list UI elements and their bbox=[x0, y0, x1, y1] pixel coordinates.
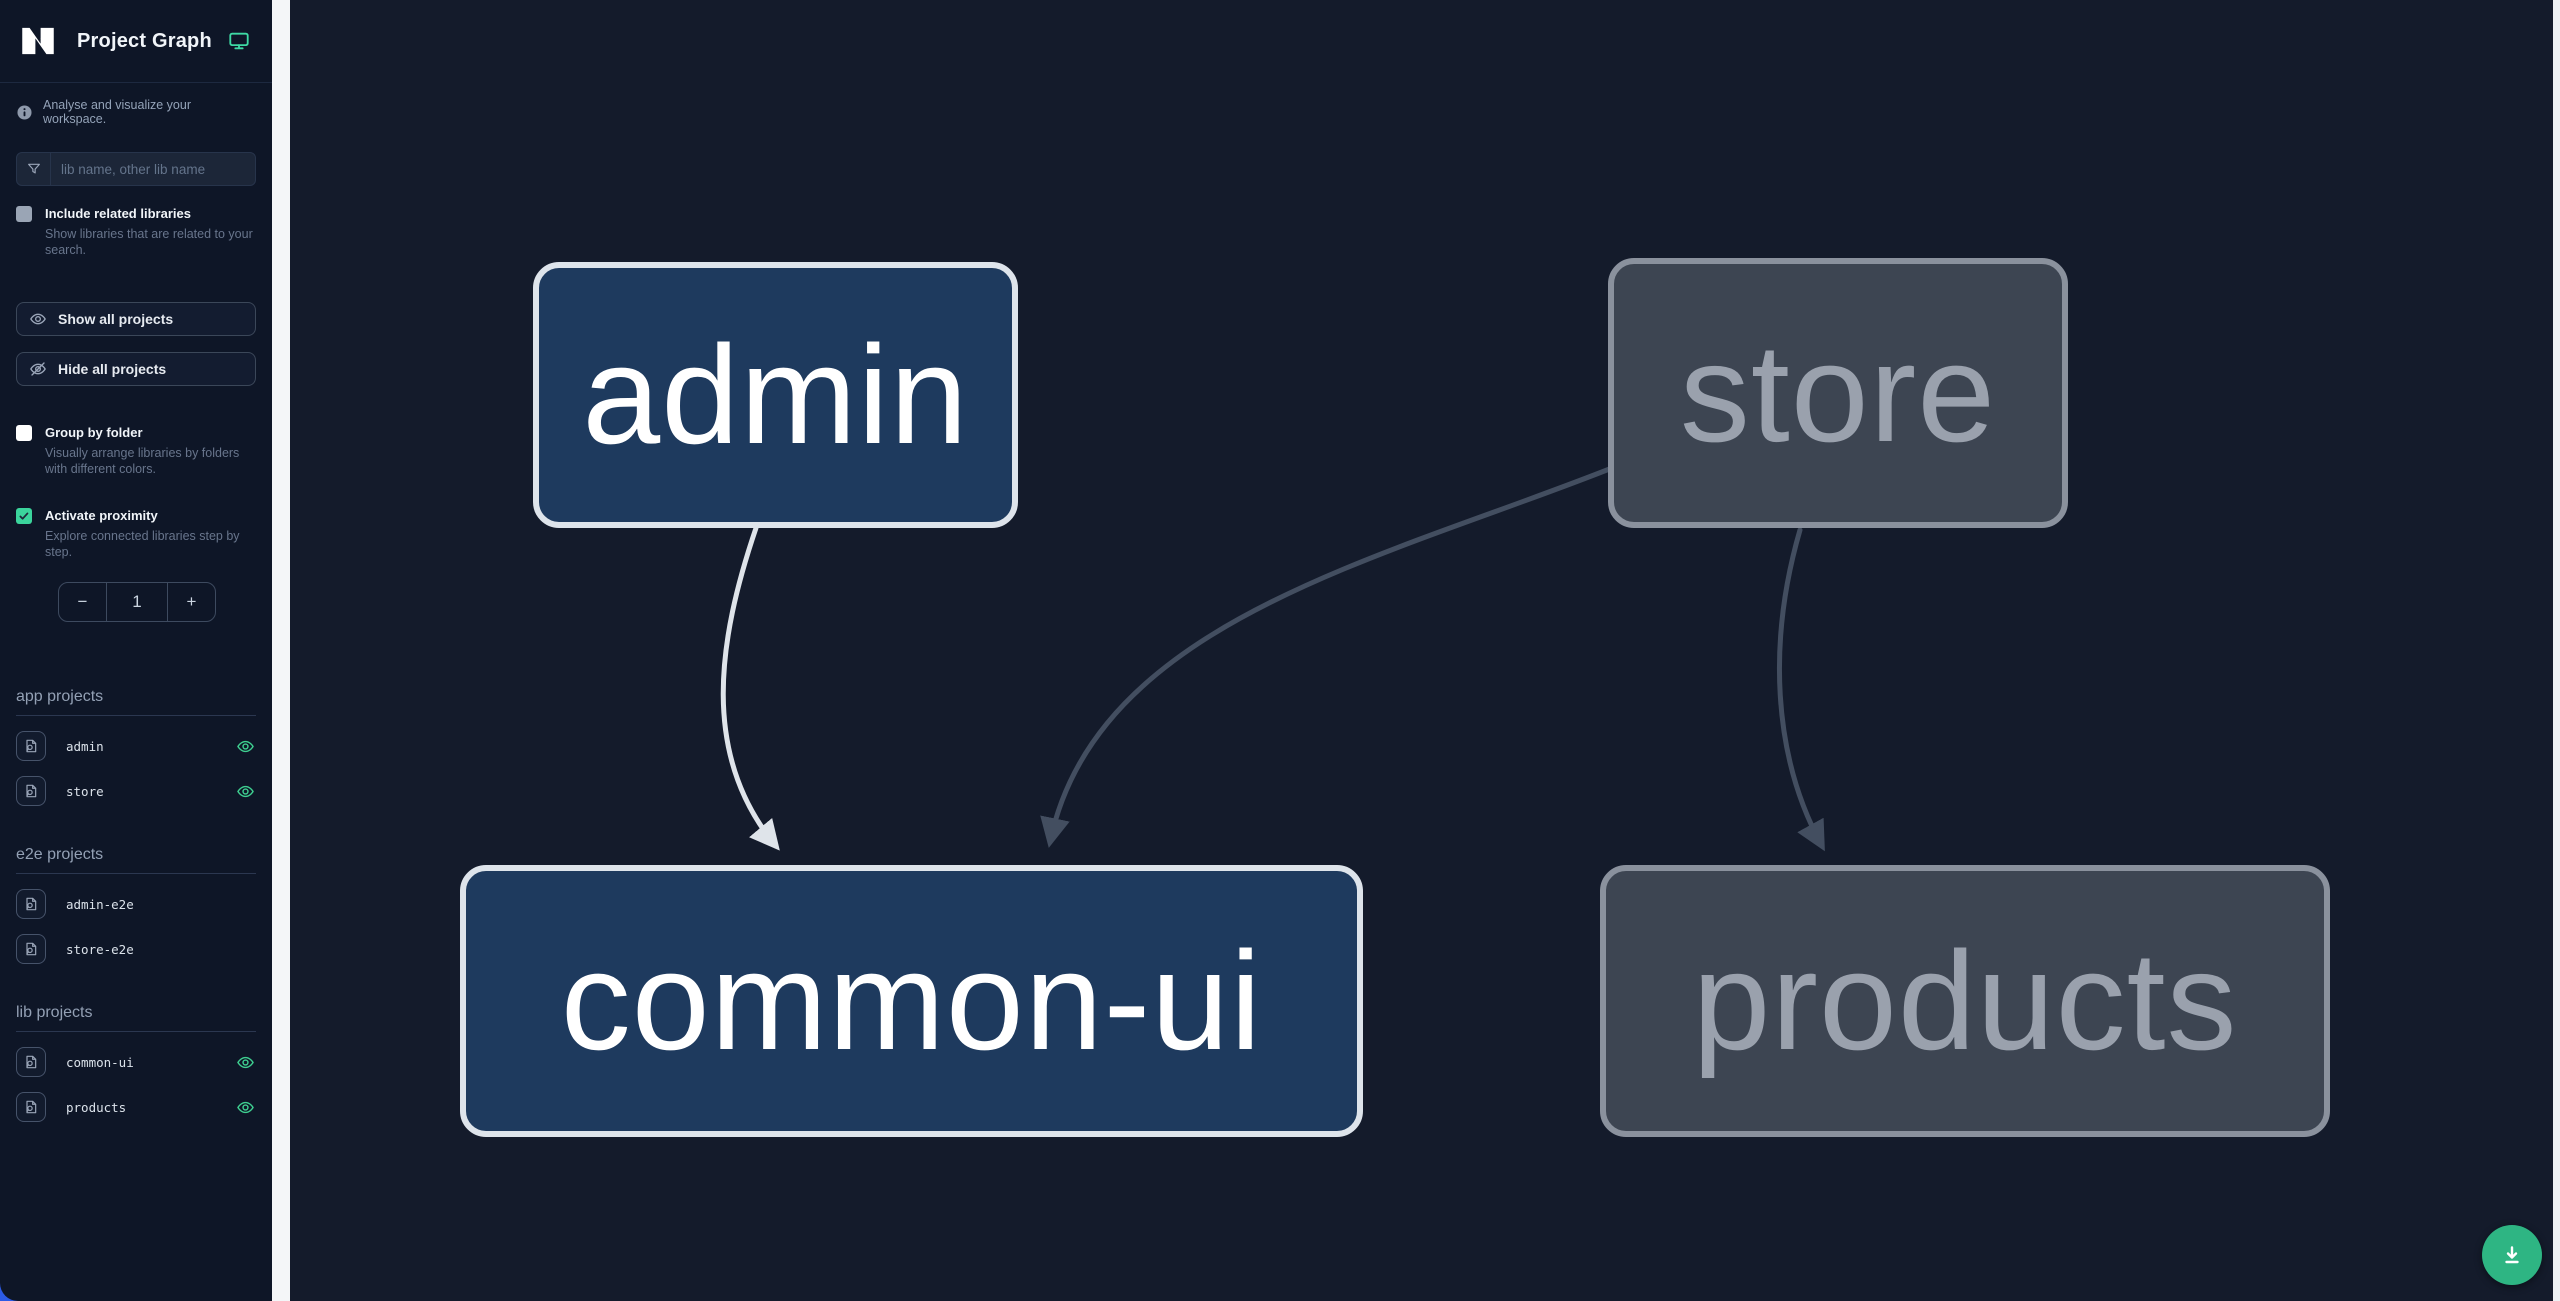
edge-store-to-products[interactable] bbox=[1776, 527, 1825, 852]
focus-project-icon bbox=[26, 784, 37, 798]
checkmark-icon bbox=[19, 512, 29, 520]
proximity-stepper: − 1 + bbox=[58, 582, 216, 622]
edge-admin-to-common-ui[interactable] bbox=[720, 525, 780, 851]
sidebar-scrollbar[interactable] bbox=[272, 0, 290, 1301]
project-row-store-e2e: store-e2e bbox=[16, 934, 256, 964]
search-input[interactable] bbox=[51, 153, 255, 185]
project-row-common-ui: common-ui bbox=[16, 1047, 256, 1077]
toggle-visibility-eye-icon[interactable] bbox=[236, 1052, 256, 1072]
workspace-info: Analyse and visualize your workspace. bbox=[0, 83, 272, 140]
project-row-store: store bbox=[16, 776, 256, 806]
focus-project-button[interactable] bbox=[16, 934, 46, 964]
project-name: store bbox=[66, 783, 104, 799]
show-all-projects-label: Show all projects bbox=[58, 311, 174, 327]
focus-project-icon bbox=[26, 1100, 37, 1114]
group-by-folder-checkbox[interactable] bbox=[16, 425, 32, 441]
project-row-admin-e2e: admin-e2e bbox=[16, 889, 256, 919]
option-group-by-folder: Group by folder Visually arrange librari… bbox=[0, 424, 272, 477]
focus-project-button[interactable] bbox=[16, 1092, 46, 1122]
activate-proximity-checkbox[interactable] bbox=[16, 508, 32, 524]
node-label: store bbox=[1679, 314, 1997, 471]
focus-project-button[interactable] bbox=[16, 776, 46, 806]
group-by-folder-label: Group by folder bbox=[45, 425, 143, 440]
section-lib-projects: lib projects common-ui bbox=[16, 1004, 256, 1122]
eye-icon bbox=[30, 313, 46, 325]
option-activate-proximity: Activate proximity Explore connected lib… bbox=[0, 507, 272, 560]
focus-project-icon bbox=[26, 1055, 37, 1069]
graph-canvas[interactable]: admin store common-ui products bbox=[290, 0, 2560, 1301]
section-title: app projects bbox=[16, 688, 256, 716]
show-all-projects-button[interactable]: Show all projects bbox=[16, 302, 256, 336]
project-row-products: products bbox=[16, 1092, 256, 1122]
section-title: e2e projects bbox=[16, 846, 256, 874]
proximity-increment-button[interactable]: + bbox=[167, 583, 215, 621]
workspace-info-text: Analyse and visualize your workspace. bbox=[43, 98, 191, 126]
section-e2e-projects: e2e projects admin-e2e store- bbox=[16, 846, 256, 964]
monitor-icon[interactable] bbox=[228, 30, 250, 52]
sidebar-header: Project Graph bbox=[0, 0, 272, 83]
option-include-related: Include related libraries Show libraries… bbox=[0, 205, 272, 258]
download-graph-button[interactable] bbox=[2482, 1225, 2542, 1285]
eye-off-icon bbox=[30, 362, 46, 376]
section-app-projects: app projects admin bbox=[16, 688, 256, 806]
proximity-decrement-button[interactable]: − bbox=[59, 583, 107, 621]
focus-project-icon bbox=[26, 897, 37, 911]
activate-proximity-label: Activate proximity bbox=[45, 508, 158, 523]
include-related-checkbox[interactable] bbox=[16, 206, 32, 222]
project-name: admin bbox=[66, 738, 104, 754]
nx-logo-icon bbox=[22, 27, 54, 55]
node-label: products bbox=[1692, 922, 2238, 1079]
toggle-visibility-eye-icon[interactable] bbox=[236, 736, 256, 756]
toggle-visibility-eye-icon[interactable] bbox=[236, 1097, 256, 1117]
app-title: Project Graph bbox=[77, 29, 212, 52]
focus-project-button[interactable] bbox=[16, 1047, 46, 1077]
hide-all-projects-button[interactable]: Hide all projects bbox=[16, 352, 256, 386]
activate-proximity-description: Explore connected libraries step by step… bbox=[45, 529, 240, 559]
section-title: lib projects bbox=[16, 1004, 256, 1032]
group-by-folder-description: Visually arrange libraries by folders wi… bbox=[45, 446, 240, 476]
funnel-icon bbox=[17, 153, 51, 185]
focus-project-button[interactable] bbox=[16, 889, 46, 919]
project-name: admin-e2e bbox=[66, 896, 134, 912]
toggle-visibility-eye-icon[interactable] bbox=[236, 781, 256, 801]
page-scrollbar[interactable] bbox=[2553, 0, 2560, 1301]
focus-project-icon bbox=[26, 739, 37, 753]
info-icon bbox=[17, 104, 32, 120]
project-name: store-e2e bbox=[66, 941, 134, 957]
filter-search bbox=[16, 152, 256, 186]
project-name: common-ui bbox=[66, 1054, 134, 1070]
include-related-description: Show libraries that are related to your … bbox=[45, 227, 253, 257]
dependency-edges bbox=[720, 465, 1825, 852]
download-icon bbox=[2505, 1246, 2519, 1264]
graph-node-common-ui[interactable]: common-ui bbox=[460, 865, 1363, 1137]
node-label: common-ui bbox=[560, 922, 1263, 1079]
include-related-label: Include related libraries bbox=[45, 206, 191, 221]
sidebar: Project Graph Analyse and visualize your… bbox=[0, 0, 272, 1301]
edge-store-to-common-ui[interactable] bbox=[1040, 465, 1615, 848]
graph-node-admin[interactable]: admin bbox=[533, 262, 1018, 528]
graph-node-products[interactable]: products bbox=[1600, 865, 2330, 1137]
project-name: products bbox=[66, 1099, 127, 1115]
node-label: admin bbox=[582, 316, 969, 473]
hide-all-projects-label: Hide all projects bbox=[58, 361, 167, 377]
focus-project-button[interactable] bbox=[16, 731, 46, 761]
focus-project-icon bbox=[26, 942, 37, 956]
project-row-admin: admin bbox=[16, 731, 256, 761]
graph-node-store[interactable]: store bbox=[1608, 258, 2068, 528]
proximity-value: 1 bbox=[132, 592, 142, 611]
